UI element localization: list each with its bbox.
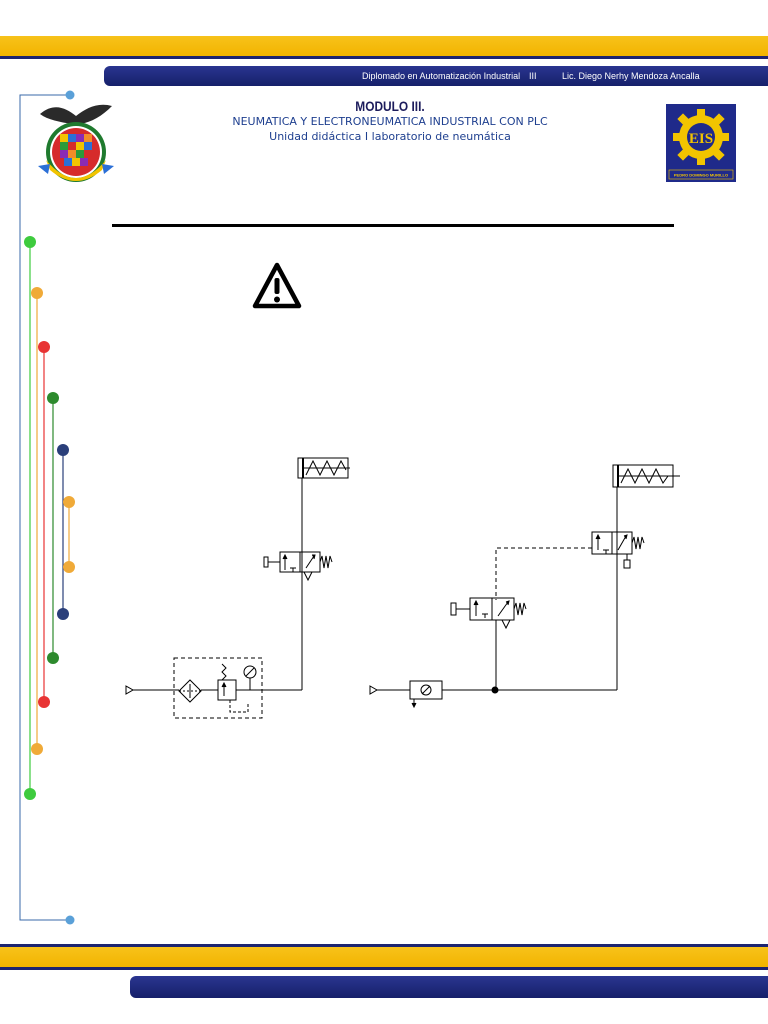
right-circuit — [369, 464, 680, 709]
title-rule — [112, 224, 674, 227]
pneumatic-diagram — [125, 457, 680, 719]
footer-bar — [130, 976, 768, 998]
left-circuit — [125, 457, 350, 719]
module-title: MODULO III. — [355, 98, 425, 114]
bottom-gold-band — [0, 944, 768, 970]
gear-logo-letters: EIS — [689, 131, 713, 147]
header-instructor: Lic. Diego Nerhy Mendoza Ancalla — [562, 71, 700, 81]
top-gold-band — [0, 36, 768, 59]
gear-logo-icon: EIS PEDRO DOMINGO MURILLO — [666, 104, 736, 182]
header-course: Diplomado en Automatización Industrial — [362, 71, 521, 81]
document-subtitle: NEUMATICA Y ELECTRONEUMATICA INDUSTRIAL … — [232, 115, 548, 128]
gear-logo-caption: PEDRO DOMINGO MURILLO — [674, 173, 728, 178]
header-bar — [104, 66, 768, 86]
university-seal-icon — [38, 104, 114, 182]
decorative-rail — [19, 90, 75, 925]
warning-triangle-icon — [252, 262, 302, 309]
header-separator: III — [529, 71, 537, 81]
title-block: MODULO III. NEUMATICA Y ELECTRONEUMATICA… — [150, 98, 630, 144]
unit-title: Unidad didáctica I laboratorio de neumát… — [269, 130, 511, 143]
